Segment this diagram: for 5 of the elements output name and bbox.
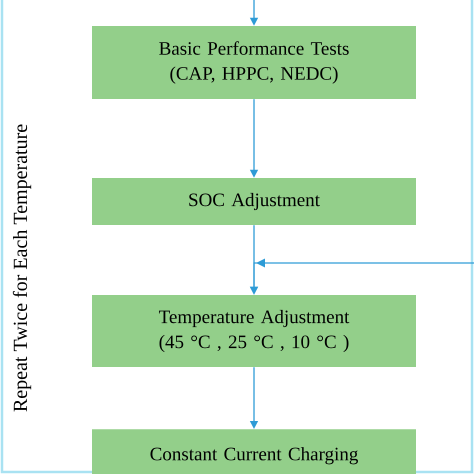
side-label: Repeat Twice for Each Temperature xyxy=(12,124,32,412)
process-box: Temperature Adjustment (45 °C , 25 °C , 10 °C ) xyxy=(92,295,416,367)
process-box: Basic Performance Tests (CAP, HPPC, NEDC) xyxy=(92,26,416,99)
process-box: SOC Adjustment xyxy=(92,178,416,225)
process-box: Constant Current Charging xyxy=(92,429,416,474)
